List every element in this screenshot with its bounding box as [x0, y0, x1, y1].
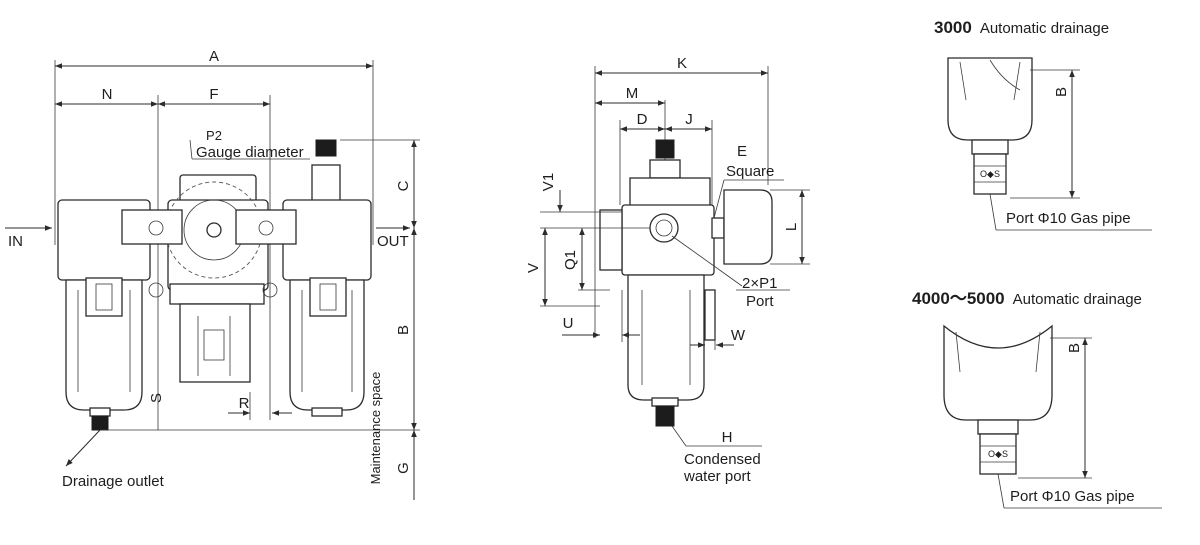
p2-label: P2	[206, 128, 222, 143]
square-label: Square	[726, 163, 774, 180]
dim-k: K	[595, 55, 768, 76]
dim-f-label: F	[209, 86, 218, 103]
drainage-outlet-callout: Drainage outlet	[62, 429, 165, 490]
p2-gauge-leader: P2 Gauge diameter	[189, 128, 310, 161]
front-view: A N F	[5, 48, 420, 500]
connector-blocks	[121, 209, 297, 298]
regulator-body	[165, 174, 269, 383]
dim-s-label: S	[148, 393, 165, 403]
p1-port-callout: 2×P1 Port	[671, 235, 790, 310]
condensed-line2: water port	[683, 468, 752, 485]
dim-v1-label: V1	[540, 173, 557, 191]
drain-3000-dim-b: B	[1053, 87, 1070, 97]
dim-h-label: H	[722, 429, 733, 446]
dim-d-j: D J	[620, 111, 712, 132]
drain-3000-os: O◆S	[980, 169, 1000, 179]
square-callout: E Square	[713, 143, 784, 219]
drain-4000-detail: 4000～5000 Automatic drainage O◆S B Port …	[912, 289, 1162, 509]
drain-4000-os: O◆S	[988, 449, 1008, 459]
condensed-water-callout: H Condensed water port	[671, 425, 762, 485]
dim-k-label: K	[677, 55, 687, 72]
dim-s-r: S R	[148, 392, 292, 420]
lubricator-bowl	[282, 139, 372, 417]
dim-c-label: C	[395, 180, 412, 191]
maintenance-space-label: Maintenance space	[368, 372, 383, 485]
dim-u-w: U W	[562, 290, 746, 350]
dim-m-label: M	[626, 85, 639, 102]
condensed-line1: Condensed	[684, 451, 761, 468]
dim-q1-label: Q1	[562, 250, 579, 270]
flow-labels: IN OUT	[5, 225, 410, 250]
port-label: Port	[746, 293, 774, 310]
dim-f: F	[158, 86, 270, 107]
dim-c-b-g: C B G Maintenance space	[100, 139, 420, 500]
dim-n-label: N	[102, 86, 113, 103]
dim-n: N	[55, 86, 158, 107]
dim-b-label: B	[395, 325, 412, 335]
dim-v-label: V	[525, 263, 542, 273]
dim-u-label: U	[563, 315, 574, 332]
dim-m: M	[595, 85, 665, 106]
dim-a-label: A	[209, 48, 219, 65]
dim-l: L	[770, 189, 810, 265]
dim-a: A	[55, 48, 373, 69]
drain-3000-title: 3000 Automatic drainage	[934, 18, 1109, 37]
drain-3000-detail: 3000 Automatic drainage O◆S B Port Φ10 G…	[934, 18, 1152, 231]
dim-r-label: R	[239, 395, 250, 412]
dim-e-label: E	[737, 143, 747, 160]
gauge-diameter-label: Gauge diameter	[196, 144, 304, 161]
dim-j-label: J	[685, 111, 693, 128]
out-label: OUT	[377, 233, 409, 250]
drainage-outlet-label: Drainage outlet	[62, 473, 165, 490]
side-body	[599, 139, 773, 427]
dim-l-label: L	[783, 223, 800, 231]
p1-label: 2×P1	[742, 275, 777, 292]
dim-w-label: W	[731, 327, 746, 344]
drain-4000-dim-b: B	[1066, 343, 1083, 353]
drain-4000-title: 4000～5000 Automatic drainage	[912, 289, 1142, 308]
drain-4000-port: Port Φ10 Gas pipe	[1010, 488, 1135, 505]
in-label: IN	[8, 233, 23, 250]
dim-v-q1: V1 V Q1	[525, 173, 650, 307]
side-view: K M D J	[525, 55, 810, 485]
dim-d-label: D	[637, 111, 648, 128]
dim-g-label: G	[395, 462, 412, 474]
drain-3000-port: Port Φ10 Gas pipe	[1006, 210, 1131, 227]
